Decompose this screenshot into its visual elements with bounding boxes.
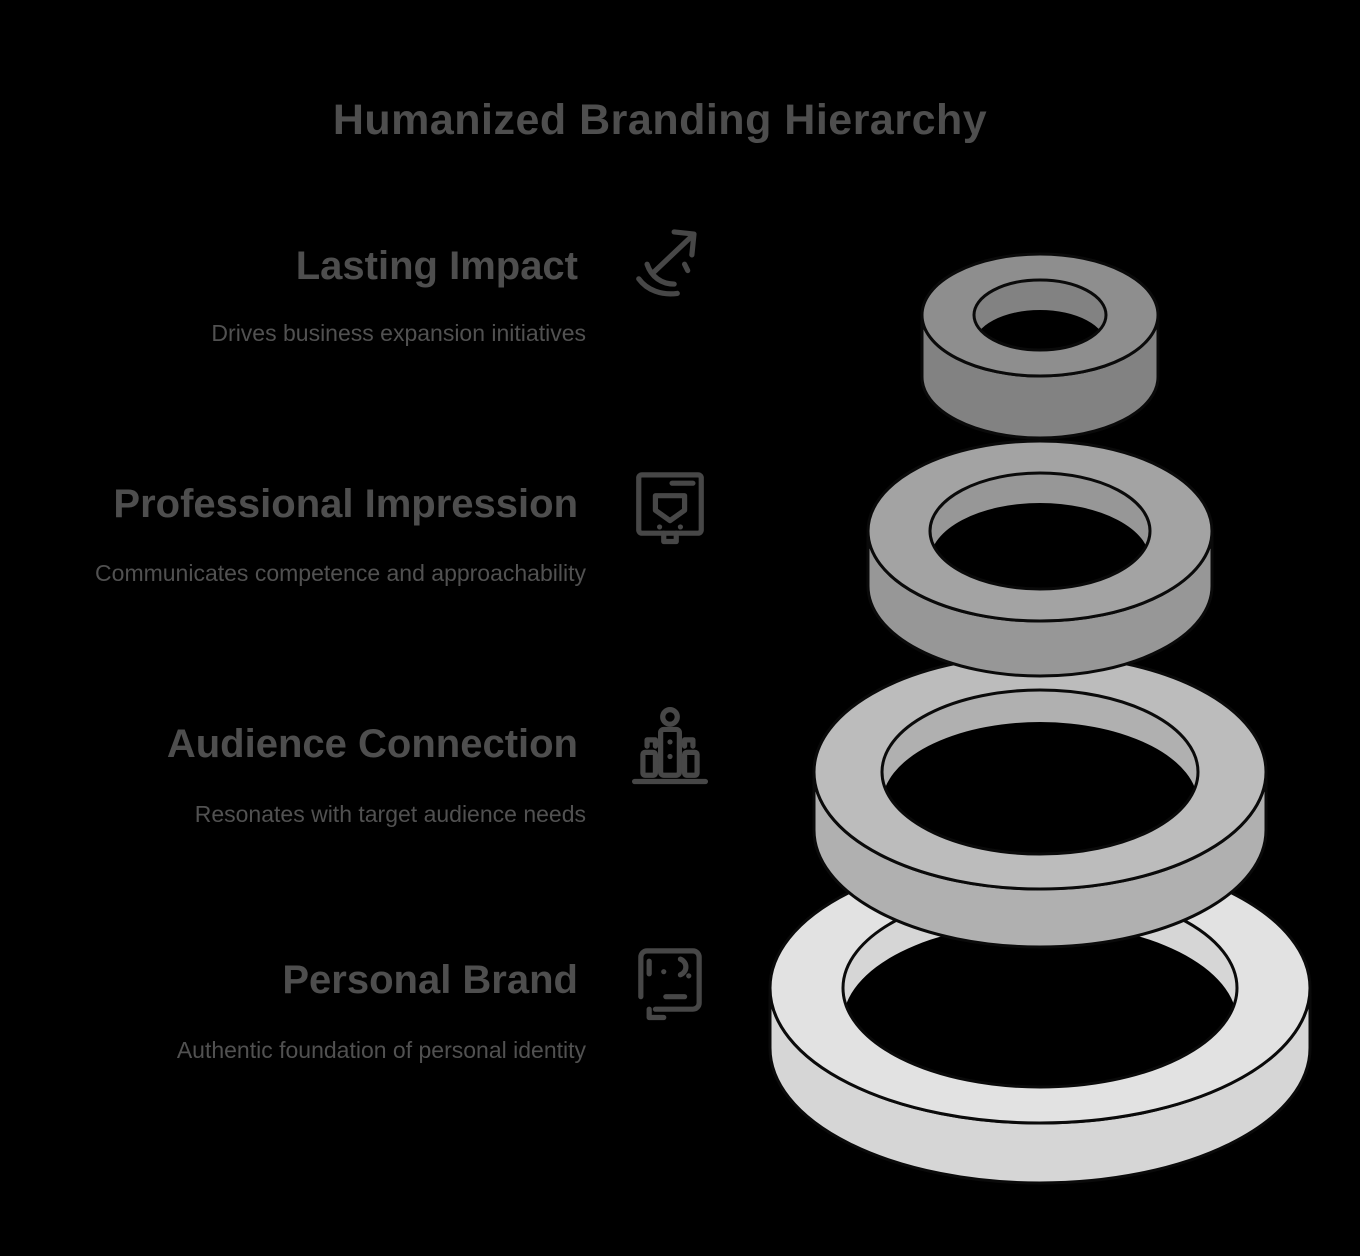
impact-arrow-icon (620, 208, 720, 308)
pyramid-ring-professional-impression (866, 439, 1214, 678)
audience-group-icon (620, 694, 720, 794)
diagram-title: Humanized Branding Hierarchy (332, 96, 988, 144)
level-description-personal-brand: Authentic foundation of personal identit… (176, 1037, 586, 1063)
level-description-professional-impression: Communicates competence and approachabil… (95, 560, 586, 586)
pyramid-ring-lasting-impact (920, 252, 1160, 440)
level-heading-lasting-impact: Lasting Impact (295, 244, 578, 288)
framed-badge-icon (620, 454, 720, 554)
level-heading-audience-connection: Audience Connection (166, 722, 578, 766)
level-heading-professional-impression: Professional Impression (113, 482, 578, 526)
level-heading-personal-brand: Personal Brand (282, 958, 578, 1002)
level-description-lasting-impact: Drives business expansion initiatives (211, 320, 586, 346)
pyramid-ring-audience-connection (812, 653, 1268, 949)
level-description-audience-connection: Resonates with target audience needs (194, 801, 586, 827)
fingerprint-icon (620, 930, 720, 1030)
